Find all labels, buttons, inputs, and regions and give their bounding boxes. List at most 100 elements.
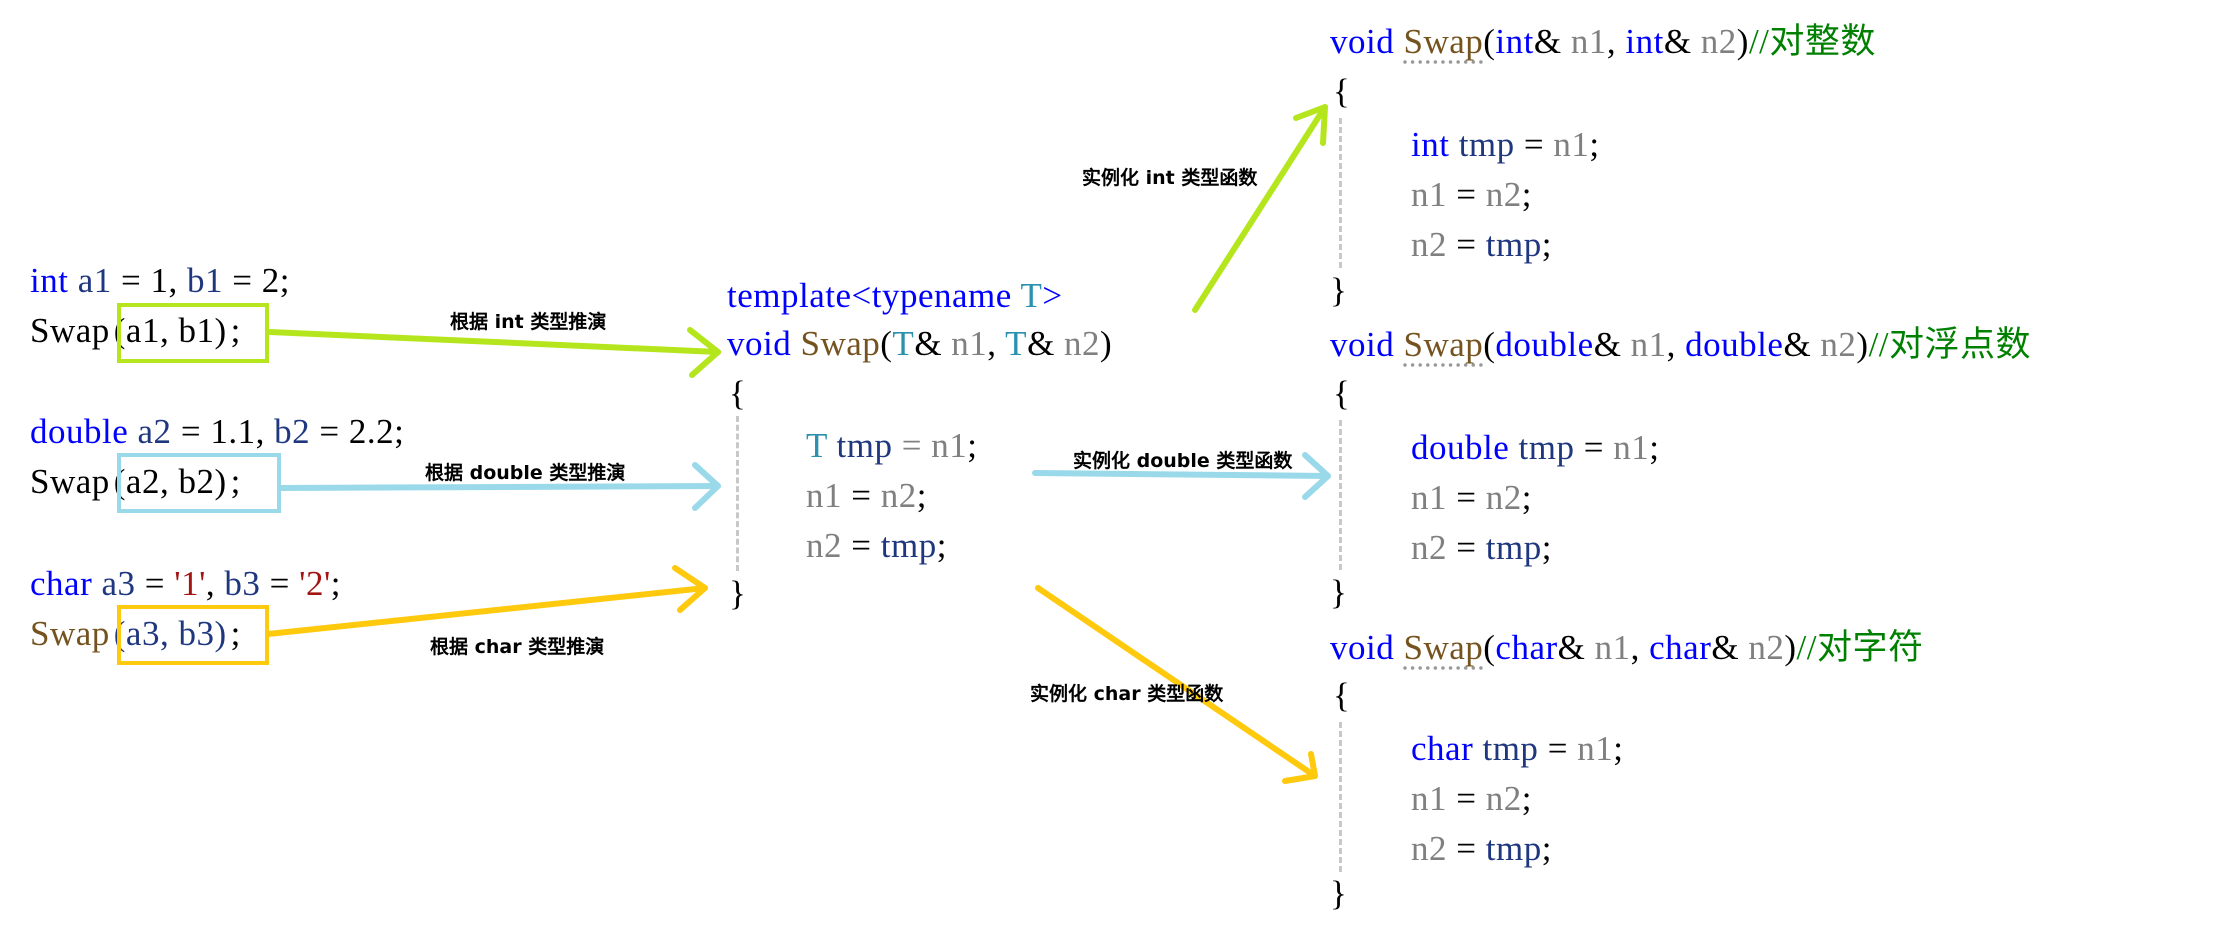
var-tmp: tmp: [827, 426, 893, 465]
void-keyword: void: [1330, 325, 1404, 364]
comment: //对整数: [1748, 22, 1876, 61]
var-tmp: tmp: [1449, 125, 1515, 164]
param-n2: n2: [1485, 478, 1522, 517]
assign: =: [223, 261, 262, 300]
char-instantiate-arrow: [1035, 585, 1318, 784]
reference: &: [1783, 325, 1821, 364]
reference: &: [914, 324, 952, 363]
char-instance-indent-guide: [1339, 722, 1342, 872]
call-args: (a3, b3): [113, 614, 227, 653]
int-instantiate-arrow: [1192, 104, 1328, 313]
angle-close: >: [1042, 276, 1063, 315]
int-args-highlight-box: [117, 303, 269, 363]
param-n1: n1: [806, 476, 842, 515]
int-deduce-arrow: [267, 327, 721, 378]
void-keyword: void: [727, 324, 801, 363]
separator: ,: [205, 564, 225, 603]
double-declaration: double a2 = 1.1, b2 = 2.2;: [30, 414, 404, 449]
paren-close: ): [1736, 22, 1749, 61]
int-swap-call: Swap(a1, b1);: [30, 313, 241, 348]
value-a: 1: [150, 261, 169, 300]
double-instance-brace-close: }: [1330, 573, 1348, 612]
template-keyword: template: [727, 276, 852, 315]
semicolon: ;: [230, 462, 241, 501]
param-n2: n2: [880, 476, 917, 515]
int-declaration: int a1 = 1, b1 = 2;: [30, 263, 290, 298]
param-n2: n2: [1700, 22, 1737, 61]
comma: ,: [1666, 325, 1686, 364]
template-body-line-2: n1 = n2;: [806, 478, 927, 513]
param-n1: n1: [1411, 175, 1447, 214]
char-deduce-arrow: [265, 565, 708, 637]
double-instance-body-line-3: n2 = tmp;: [1411, 530, 1552, 565]
param-n1: n1: [1553, 125, 1590, 164]
type-keyword: int: [1625, 22, 1664, 61]
var-a: a3: [101, 564, 136, 603]
param-n1: n1: [1594, 628, 1631, 667]
var-tmp: tmp: [1509, 428, 1575, 467]
assign: =: [1447, 225, 1486, 264]
param-n1: n1: [951, 324, 988, 363]
comment: //对字符: [1796, 628, 1924, 667]
double-swap-call: Swap(a2, b2);: [30, 464, 241, 499]
param-n2: n2: [1064, 324, 1101, 363]
param-n1: n1: [931, 426, 968, 465]
semicolon: ;: [1541, 829, 1552, 868]
reference: &: [1663, 22, 1701, 61]
template-body-line-1: T tmp = n1;: [806, 428, 977, 463]
double-instance-signature: void Swap(double& n1, double& n2)//对浮点数: [1330, 327, 2031, 362]
var-tmp: tmp: [1485, 225, 1542, 264]
int-deduce-label: 根据 int 类型推演: [450, 311, 607, 333]
double-instance-body-line-1: double tmp = n1;: [1411, 430, 1659, 465]
var-b: b1: [187, 261, 223, 300]
double-deduce-arrow: [277, 462, 721, 511]
type-keyword: double: [1495, 325, 1594, 364]
type-keyword: char: [1649, 628, 1712, 667]
int-instantiate-label: 实例化 int 类型函数: [1082, 167, 1258, 189]
int-instance-body-line-1: int tmp = n1;: [1411, 127, 1600, 162]
call-args: (a2, b2): [113, 462, 227, 501]
template-body-line-3: n2 = tmp;: [806, 528, 947, 563]
semicolon: ;: [1521, 478, 1532, 517]
paren-close: ): [1100, 324, 1113, 363]
int-instance-signature: void Swap(int& n1, int& n2)//对整数: [1330, 24, 1876, 59]
paren-open: (: [1483, 628, 1496, 667]
template-declaration: template<typename T>: [727, 278, 1063, 313]
param-n2: n2: [1411, 225, 1447, 264]
type-keyword: char: [30, 564, 93, 603]
comma: ,: [1606, 22, 1626, 61]
double-args-highlight-box: [117, 453, 281, 513]
paren-open: (: [1483, 325, 1496, 364]
assign: =: [1447, 779, 1486, 818]
param-n2: n2: [1411, 829, 1447, 868]
param-n1: n1: [1577, 729, 1614, 768]
function-name: Swap: [30, 614, 110, 653]
assign: =: [1574, 428, 1614, 467]
type-param: T: [892, 324, 915, 363]
assign: =: [1447, 528, 1486, 567]
param-n2: n2: [1485, 779, 1522, 818]
char-instance-body-line-3: n2 = tmp;: [1411, 831, 1552, 866]
semicolon: ;: [1589, 125, 1600, 164]
double-instantiate-arrow: [1032, 452, 1331, 500]
char-args-highlight-box: [117, 605, 269, 665]
type-keyword: int: [1495, 22, 1534, 61]
assign: =: [135, 564, 175, 603]
semicolon: ;: [1541, 528, 1552, 567]
char-instance-brace-open: {: [1333, 676, 1351, 715]
var-tmp: tmp: [880, 526, 937, 565]
assign: =: [842, 526, 881, 565]
type-param: T: [1005, 324, 1028, 363]
assign: =: [1514, 125, 1554, 164]
reference: &: [1557, 628, 1595, 667]
var-tmp: tmp: [1485, 528, 1542, 567]
assign: =: [111, 261, 151, 300]
function-name: Swap: [1403, 325, 1484, 364]
int-instance-indent-guide: [1339, 118, 1342, 268]
assign: =: [310, 412, 349, 451]
comma: ,: [987, 324, 1006, 363]
var-a: a2: [137, 412, 172, 451]
assign: =: [1447, 175, 1486, 214]
semicolon: ;: [279, 261, 290, 300]
